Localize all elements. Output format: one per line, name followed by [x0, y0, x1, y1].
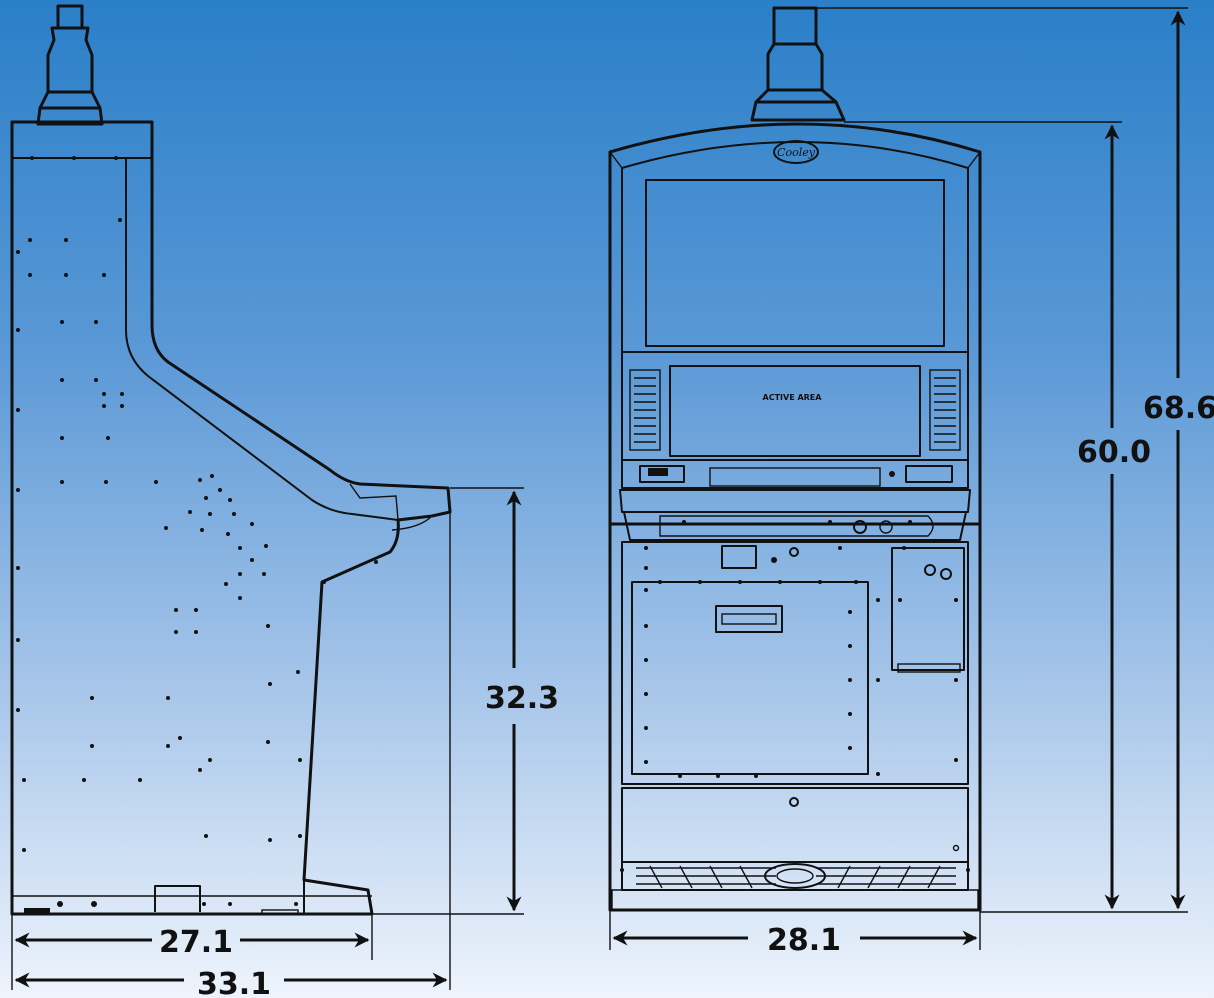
label-base-depth: 27.1 [159, 925, 233, 960]
front-view: Cooley ACTIVE AREA [608, 6, 1214, 958]
base-vent-grille [621, 861, 969, 891]
front-cabinet-top [608, 122, 982, 526]
bill-acceptor-strip [621, 459, 969, 489]
dimension-deck-height: 32.3 [372, 487, 559, 915]
door-handle [715, 605, 783, 633]
main-screen [645, 179, 945, 347]
dimension-width: 28.1 [609, 910, 981, 958]
label-width: 28.1 [767, 923, 841, 958]
button-deck [619, 489, 971, 541]
label-overall-depth: 33.1 [197, 967, 271, 998]
dimension-base-depth: 27.1 [11, 914, 373, 960]
dimension-overall-height: 68.6 [816, 7, 1214, 910]
label-body-height: 60.0 [1077, 435, 1151, 470]
lock-panel [891, 547, 965, 671]
label-overall-height: 68.6 [1143, 391, 1214, 426]
main-door [631, 581, 869, 775]
side-topper-light [36, 4, 104, 126]
label-deck-height: 32.3 [485, 681, 559, 716]
front-screws [620, 520, 970, 872]
side-screws [16, 156, 378, 907]
logo-badge: Cooley [773, 140, 819, 164]
right-speaker-grille [929, 369, 961, 451]
left-speaker-grille [629, 369, 661, 451]
logo-text: Cooley [777, 146, 816, 159]
dimension-body-height: 60.0 [844, 121, 1188, 913]
side-cabinet-outline [10, 120, 452, 916]
dimension-overall-depth: 33.1 [11, 512, 451, 998]
side-base-notch [154, 885, 201, 912]
front-topper-light [750, 6, 846, 122]
active-area-label: ACTIVE AREA [763, 393, 823, 402]
active-area-screen [669, 365, 921, 457]
side-view: 27.1 33.1 32.3 [10, 4, 559, 998]
